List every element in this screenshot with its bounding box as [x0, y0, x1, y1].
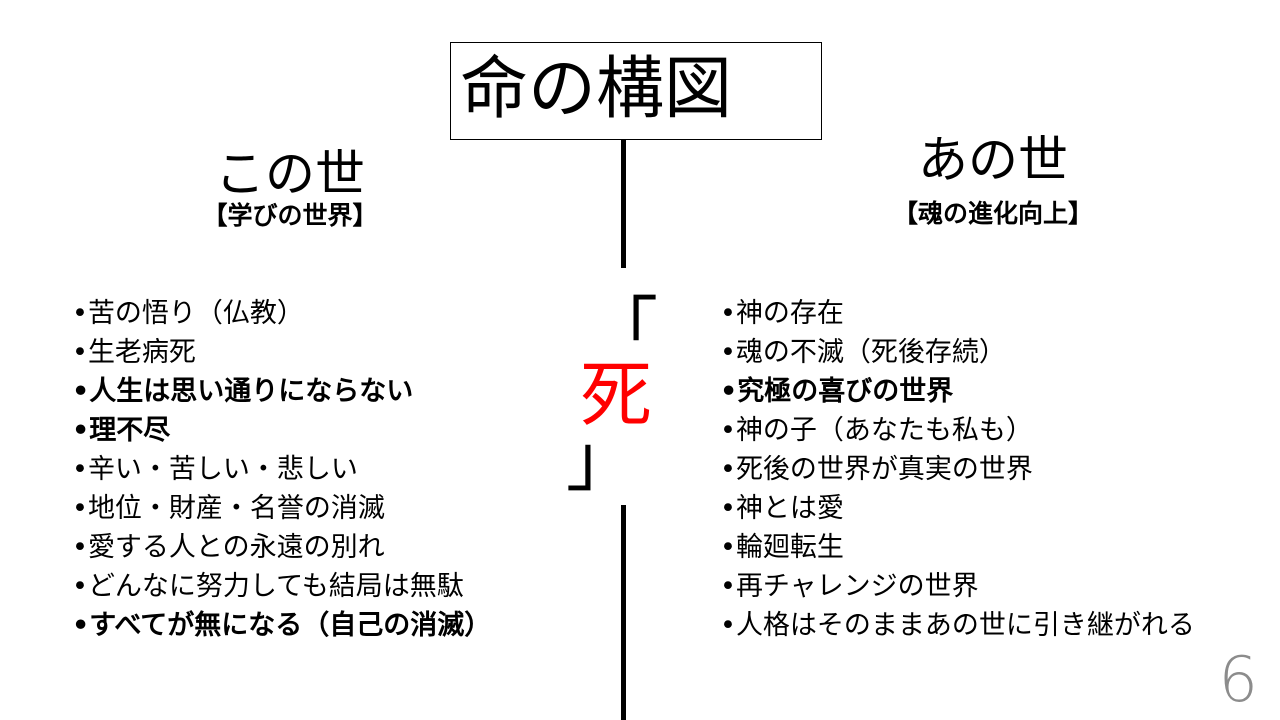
- list-item: 愛する人との永遠の別れ: [72, 528, 491, 567]
- list-item: すべてが無になる（自己の消滅）: [72, 606, 491, 645]
- list-item: 輪廻転生: [720, 528, 1195, 567]
- list-item: 辛い・苦しい・悲しい: [72, 450, 491, 489]
- list-item: 人格はそのままあの世に引き継がれる: [720, 606, 1195, 645]
- right-list: 神の存在魂の不滅（死後存続）究極の喜びの世界神の子（あなたも私も）死後の世界が真…: [720, 294, 1195, 645]
- list-item: 人生は思い通りにならない: [72, 372, 491, 411]
- page-number: 6: [1218, 643, 1258, 716]
- list-item: 死後の世界が真実の世界: [720, 450, 1195, 489]
- left-list: 苦の悟り（仏教）生老病死人生は思い通りにならない理不尽辛い・苦しい・悲しい地位・…: [72, 294, 491, 645]
- death-word: 死: [580, 353, 653, 437]
- list-item: どんなに努力しても結局は無駄: [72, 567, 491, 606]
- close-bracket: 」: [566, 419, 636, 501]
- open-bracket: 「: [588, 289, 658, 371]
- death-label: 「 死 」: [566, 295, 670, 495]
- list-item: 魂の不滅（死後存続）: [720, 333, 1195, 372]
- list-item: 苦の悟り（仏教）: [72, 294, 491, 333]
- right-heading: あの世: [918, 131, 1068, 189]
- list-item: 生老病死: [72, 333, 491, 372]
- title-box: [450, 42, 822, 140]
- list-item: 理不尽: [72, 411, 491, 450]
- list-item: 地位・財産・名誉の消滅: [72, 489, 491, 528]
- list-item: 究極の喜びの世界: [720, 372, 1195, 411]
- divider-line-bottom: [621, 505, 626, 720]
- list-item: 神の存在: [720, 294, 1195, 333]
- left-heading: この世: [215, 145, 365, 203]
- divider-line-top: [621, 140, 626, 268]
- list-item: 再チャレンジの世界: [720, 567, 1195, 606]
- list-item: 神とは愛: [720, 489, 1195, 528]
- list-item: 神の子（あなたも私も）: [720, 411, 1195, 450]
- left-subheading: 【学びの世界】: [202, 201, 378, 230]
- slide-title: 命の構図: [460, 50, 733, 129]
- right-subheading: 【魂の進化向上】: [892, 199, 1093, 228]
